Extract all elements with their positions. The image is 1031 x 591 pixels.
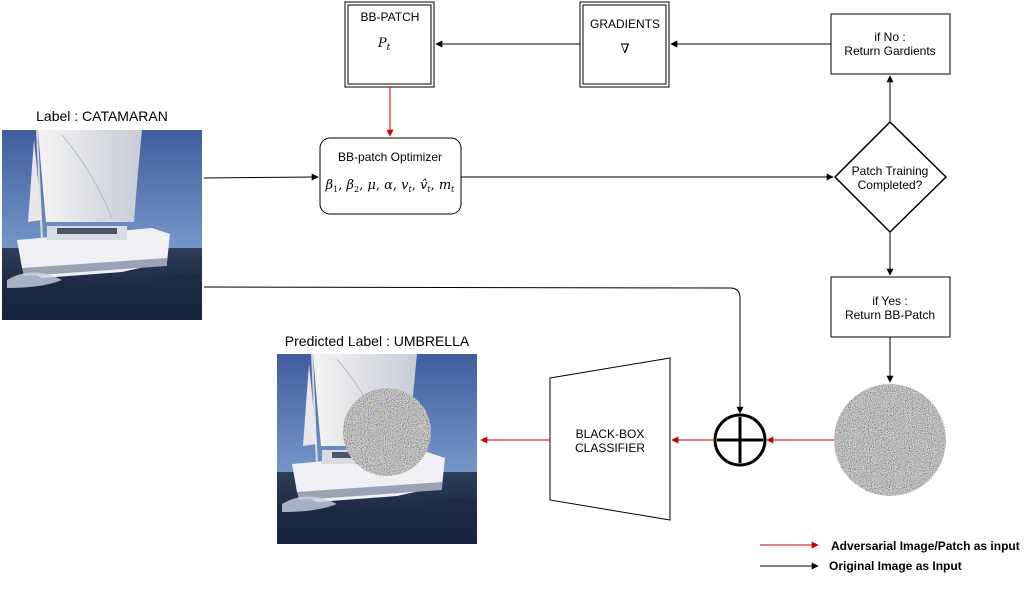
- noise-patch: [834, 384, 946, 496]
- return-gradients-line2: Return Gardients: [844, 44, 935, 58]
- return-patch-line2: Return BB-Patch: [845, 308, 935, 322]
- optimizer-box: BB-patch Optimizer β1, β2, μ, α, vt, v̂t…: [319, 137, 462, 215]
- classifier-box: BLACK-BOX CLASSIFIER: [549, 357, 671, 521]
- classifier-line1: BLACK-BOX: [576, 427, 645, 441]
- bb-patch-title: BB-PATCH: [361, 10, 420, 24]
- decision-line1: Patch Training: [852, 164, 929, 178]
- legend-adversarial-label: Adversarial Image/Patch as input: [831, 539, 1020, 553]
- legend-original-label: Original Image as Input: [829, 559, 962, 573]
- catamaran-photo: [1, 129, 203, 321]
- optimizer-params: β1, β2, μ, α, vt, v̂t, mt: [325, 178, 456, 194]
- bb-patch-box: BB-PATCH Pt: [344, 1, 435, 88]
- return-gradients-box: if No : Return Gardients: [830, 13, 951, 75]
- legend: Adversarial Image/Patch as input Origina…: [760, 539, 1020, 573]
- arrow-photo-to-add: [203, 286, 744, 414]
- decision-line2: Completed?: [858, 178, 923, 192]
- classifier-line2: CLASSIFIER: [575, 441, 645, 455]
- gradients-title: GRADIENTS: [590, 17, 660, 31]
- decision-diamond: Patch Training Completed?: [833, 120, 948, 234]
- return-patch-box: if Yes : Return BB-Patch: [830, 276, 951, 338]
- bb-patch-symbol: Pt: [377, 36, 391, 53]
- nabla-symbol: ∇: [620, 42, 629, 57]
- gradients-box: GRADIENTS ∇: [579, 1, 670, 88]
- optimizer-title: BB-patch Optimizer: [338, 150, 442, 164]
- circled-plus-icon: [713, 413, 767, 467]
- return-patch-line1: if Yes :: [872, 294, 907, 308]
- input-label: Label : CATAMARAN: [36, 108, 168, 124]
- return-gradients-line1: if No :: [874, 30, 905, 44]
- adversarial-photo: [276, 353, 478, 545]
- predicted-label: Predicted Label : UMBRELLA: [285, 333, 470, 349]
- arrow-photo-to-optimizer: [203, 173, 319, 181]
